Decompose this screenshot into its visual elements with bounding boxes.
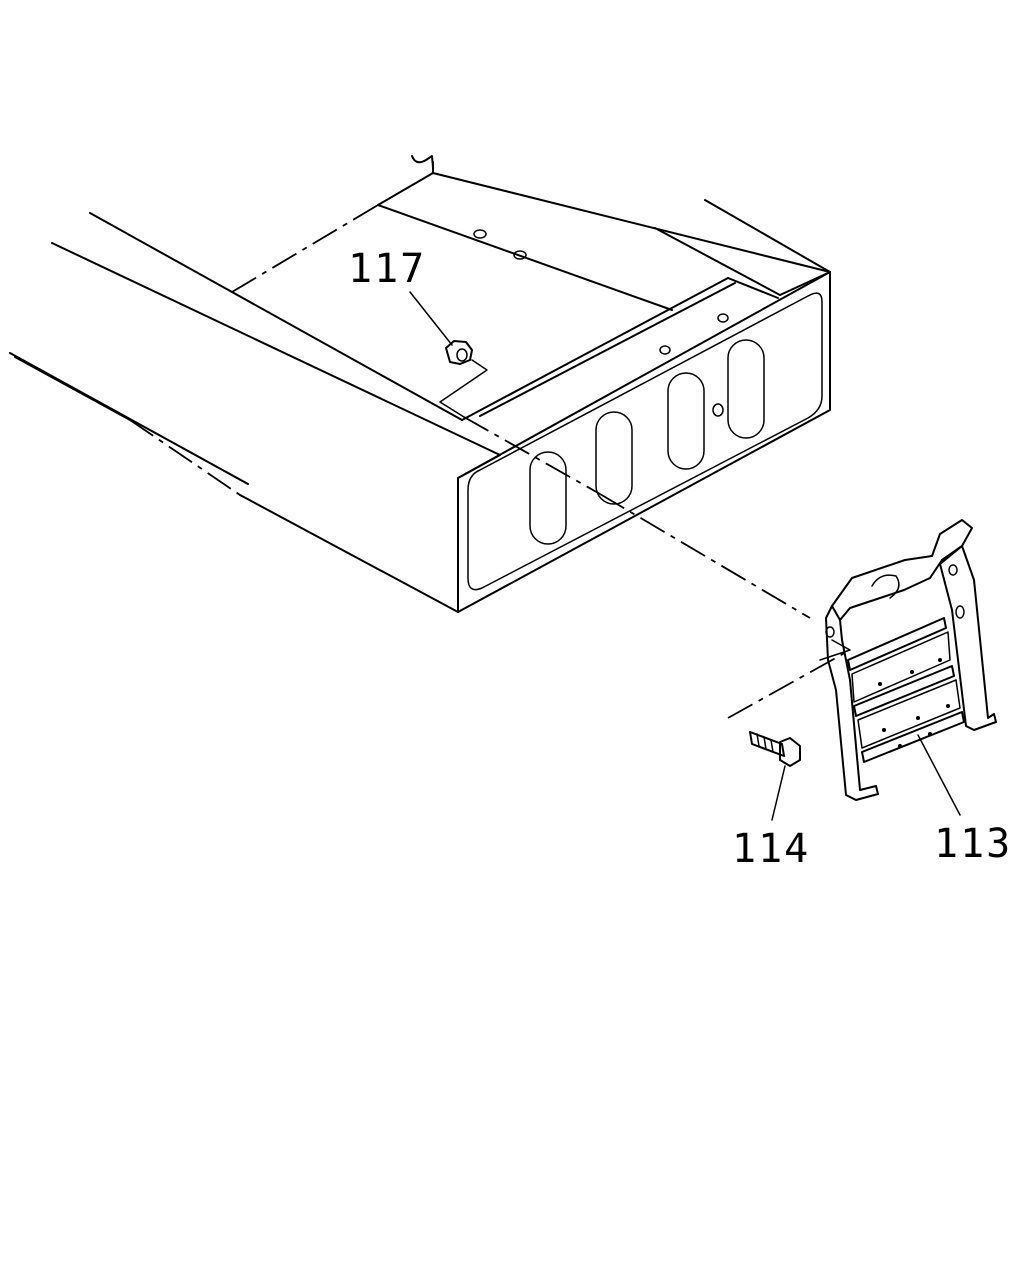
nut-part (409, 291, 601, 495)
rivet-1 (878, 682, 882, 686)
nut-bracket-line (439, 359, 488, 418)
bolt-thread-1 (756, 733, 760, 747)
bolt-part (727, 639, 851, 821)
rail-edge-2 (51, 242, 501, 456)
slot-hole-4 (727, 339, 765, 439)
end-plate-top-inner (479, 282, 736, 417)
bracket-center-line (599, 493, 811, 619)
end-plate (457, 271, 831, 613)
rail-bottom-edge (239, 494, 459, 613)
callout-113: 113 (934, 821, 1012, 867)
top-hole-2 (513, 250, 527, 260)
bolt-thread-3 (770, 739, 774, 753)
end-plate-inner-border (467, 292, 823, 591)
nut-bore (456, 348, 468, 362)
rivet-8 (928, 732, 932, 736)
end-plate-top (461, 277, 729, 421)
crossmember-left-edge (231, 291, 463, 421)
rail-edge-4 (14, 356, 131, 421)
slot-hole-1 (529, 451, 567, 545)
upper-flange-line-1 (654, 227, 781, 296)
step-tread-2 (857, 679, 961, 749)
rivet-6 (946, 704, 950, 708)
bracket-step-part (825, 519, 997, 816)
leader-114 (771, 765, 786, 821)
bracket-hole-3 (825, 626, 835, 638)
upper-flange-line-2 (704, 199, 831, 273)
rivet-2 (910, 670, 914, 674)
rivet-4 (882, 728, 886, 732)
rail-hidden-2 (129, 419, 241, 496)
slot-hole-3 (667, 372, 705, 470)
bracket-hole-1 (948, 564, 958, 576)
bracket-left-leg (825, 605, 879, 801)
bolt-thread-2 (763, 736, 767, 750)
top-hole-4 (717, 313, 729, 323)
step-tread-1 (851, 631, 951, 703)
bracket-top-flange (831, 519, 973, 621)
bolt-center-hook (819, 639, 851, 661)
nut-center-line (463, 416, 601, 495)
callout-117: 117 (348, 246, 426, 292)
top-hole-3 (659, 345, 671, 355)
crossmember-back-edge (432, 172, 831, 273)
end-plate-joint (457, 454, 501, 479)
rivet-3 (938, 658, 942, 662)
end-plate-top-corner (727, 277, 779, 299)
crossmember-notch (411, 155, 434, 169)
bolt-shank (749, 731, 785, 757)
frame-rail-assembly (9, 155, 831, 613)
bracket-right-leg (939, 545, 997, 731)
small-hole-end (712, 403, 724, 417)
rail-hidden-1 (149, 429, 249, 485)
bolt-head-icon (779, 737, 801, 767)
rivet-7 (898, 744, 902, 748)
rail-edge-1 (89, 212, 233, 293)
nut-icon (445, 340, 473, 365)
bracket-notch (871, 574, 900, 599)
leader-117 (409, 291, 453, 346)
top-hole-1 (473, 229, 487, 239)
bolt-center-line (727, 649, 851, 719)
step-bar-2 (853, 665, 955, 717)
step-bar-1 (847, 617, 947, 671)
rivet-5 (916, 716, 920, 720)
crossmember-hidden-top (231, 204, 379, 293)
slot-hole-2 (595, 411, 633, 505)
callout-114: 114 (732, 826, 810, 872)
step-bar-3 (861, 711, 965, 763)
crossmember-top-left (377, 172, 434, 206)
bracket-hole-2 (955, 605, 965, 619)
leader-113 (917, 734, 961, 816)
